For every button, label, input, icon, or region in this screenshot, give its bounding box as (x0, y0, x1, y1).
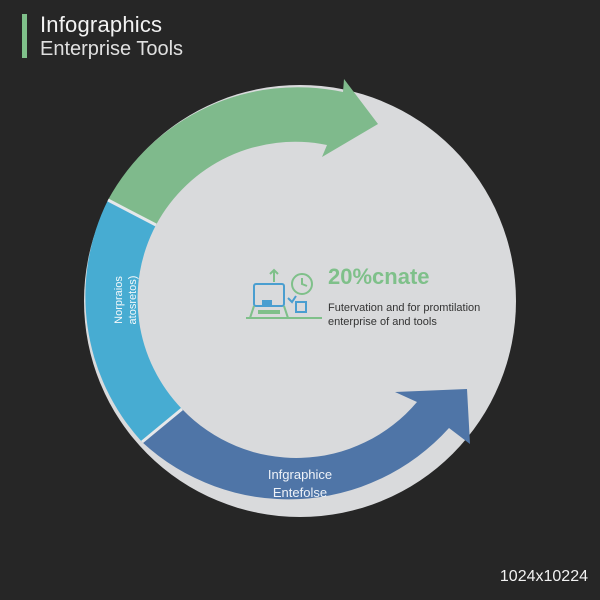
center-description-line2: enterprise of and tools (328, 316, 437, 328)
page-title: Infographics (40, 12, 163, 37)
segment-bottom-arrow (142, 389, 470, 500)
center-headline: 20%cnate (328, 264, 430, 289)
segment-bottom-label: Infgraphice Entefolse (240, 466, 360, 502)
segment-left (85, 200, 182, 442)
header-accent-bar (22, 14, 27, 58)
center-description-line1: Futervation and for promtilation (328, 302, 481, 314)
segment-left-label-line1: Norpraios (113, 276, 125, 324)
center-content: 20%cnate Futervation and for promtilatio… (244, 262, 504, 332)
segment-left-label-line2: atosretos) (127, 275, 139, 325)
segment-divider-bottom (141, 407, 183, 444)
segment-bottom-label-line1: Infgraphice (267, 467, 333, 482)
device-growth-clock-icon (246, 268, 322, 319)
segment-left-label: Norpraios atosretos) (112, 270, 140, 330)
dimensions-label: 1024x10224 (499, 568, 588, 585)
segment-top-arrow (108, 79, 378, 225)
center-description: Futervation and for promtilation enterpr… (328, 301, 480, 329)
page-subtitle: Enterprise Tools (40, 38, 184, 60)
segment-bottom-label-line2: Entefolse (272, 485, 328, 500)
segment-divider-top (107, 198, 157, 227)
